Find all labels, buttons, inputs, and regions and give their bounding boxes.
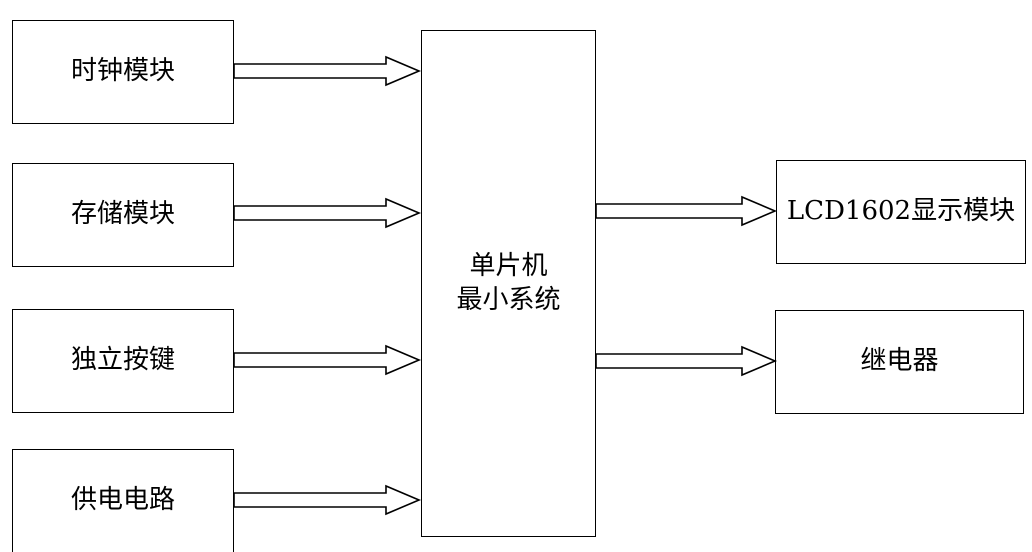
relay-block: 继电器 [775,310,1024,414]
lcd1602-display-label: LCD1602显示模块 [786,196,1016,227]
power-supply-block: 供电电路 [12,449,234,552]
lcd1602-display-block: LCD1602显示模块 [776,160,1026,264]
arrow-storage-to-mcu [233,197,422,229]
arrow-mcu-to-relay [595,345,778,377]
relay-label: 继电器 [860,346,939,377]
arrow-clock-to-mcu [233,55,422,87]
clock-module-label: 时钟模块 [70,56,175,87]
power-supply-label: 供电电路 [70,485,175,516]
mcu-label-line1: 单片机 [469,250,548,281]
storage-module-label: 存储模块 [70,199,175,230]
arrow-keys-to-mcu [233,344,422,376]
storage-module-block: 存储模块 [12,163,234,267]
mcu-minimum-system-block: 单片机 最小系统 [421,30,596,537]
independent-keys-label: 独立按键 [70,345,175,376]
clock-module-block: 时钟模块 [12,20,234,124]
mcu-label-line2: 最小系统 [456,284,561,315]
arrow-mcu-to-lcd [595,195,778,227]
arrow-power-to-mcu [233,484,422,516]
independent-keys-block: 独立按键 [12,309,234,413]
